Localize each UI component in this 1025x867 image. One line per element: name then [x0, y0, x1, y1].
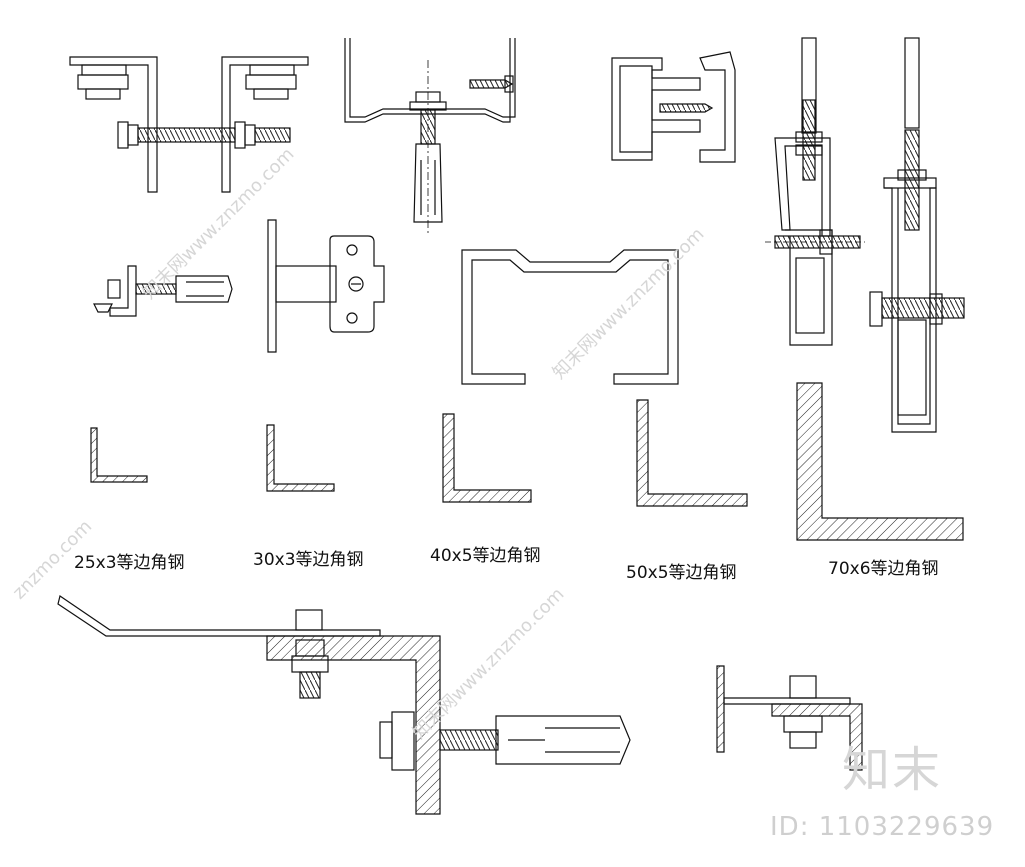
angle-25x3	[90, 427, 148, 483]
small-angle-bolt-anchor	[93, 265, 233, 317]
angle-40x5	[442, 413, 532, 503]
large-c-profile	[461, 249, 679, 385]
label-angle-70x6: 70x6等边角钢	[828, 559, 939, 579]
angle-30x3	[266, 424, 335, 492]
watermark-id: ID: 1103229639	[770, 812, 995, 842]
label-angle-50x5: 50x5等边角钢	[626, 563, 737, 583]
channel-bolt-anchor-assembly	[344, 38, 516, 235]
double-angle-bracket-assembly	[69, 56, 309, 193]
hanger-rod-strap-bracket	[869, 37, 965, 433]
angle-70x6	[796, 382, 964, 541]
aluminum-profile-with-screw	[611, 51, 736, 163]
svg-text:知末网www.znzmo.com: 知末网www.znzmo.com	[549, 224, 709, 384]
hanger-rod-offset-bracket	[765, 37, 865, 346]
label-angle-25x3: 25x3等边角钢	[74, 553, 185, 573]
wall-plate-hinge-plate	[267, 219, 385, 353]
angle-50x5	[636, 399, 748, 507]
svg-text:知末网www.znzmo.com: 知末网www.znzmo.com	[139, 144, 299, 304]
watermark-logo: 知末	[842, 742, 943, 798]
label-angle-30x3: 30x3等边角钢	[253, 550, 364, 570]
label-angle-40x5: 40x5等边角钢	[430, 546, 541, 566]
large-bracket-anchor-assembly	[57, 595, 631, 815]
small-bracket-bolt-assembly	[716, 665, 863, 771]
